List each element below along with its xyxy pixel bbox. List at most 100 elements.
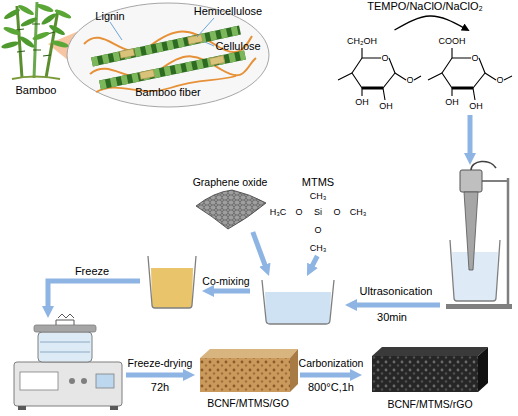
node-text: OH <box>469 101 483 111</box>
bamboo-plant <box>32 30 51 41</box>
bcnf-go-foam <box>200 349 298 392</box>
foam-block: BCNF/MTMS/rGO <box>362 342 497 414</box>
fiber-ellipse: LigninHemicelluloseCelluloseBamboo fiber <box>66 2 270 108</box>
bamboo-plant <box>1 40 20 50</box>
node-text: O <box>381 53 388 63</box>
mixture-beaker <box>148 256 196 308</box>
bamboo-plant <box>40 12 58 27</box>
fiber-ellipse <box>188 35 203 45</box>
mixing-beaker <box>262 280 334 324</box>
glucuronic-ring <box>428 48 512 100</box>
bcnf-rgo-foam <box>372 347 488 356</box>
freeze-dryer <box>20 372 58 390</box>
material-sheet: Graphene oxide <box>192 176 268 232</box>
condition-label: 800°C,1h <box>308 381 354 394</box>
freeze-dryer <box>96 374 114 388</box>
bcnf-go-foam <box>200 349 298 358</box>
fiber-ellipse <box>100 55 245 85</box>
bamboo-plant <box>18 35 36 50</box>
node-text: H₃C <box>270 207 287 217</box>
node-text: Bamboo fiber <box>135 86 200 99</box>
condition-label: 72h <box>151 381 169 394</box>
glucuronic-ring <box>428 48 512 100</box>
freeze-dryer <box>18 406 26 410</box>
node-text: Cellulose <box>215 40 260 53</box>
node-text: MTMS <box>302 176 334 189</box>
freeze-dryer <box>38 332 92 362</box>
process-arrow <box>126 372 185 377</box>
process-arrow <box>395 16 465 30</box>
node-text: OH <box>445 97 459 107</box>
freeze-dryer <box>14 314 122 410</box>
glucose-ring <box>362 87 383 90</box>
node-text: O <box>333 207 340 217</box>
step-label: Freeze-drying <box>128 357 193 369</box>
fiber-ellipse <box>110 18 214 46</box>
node-text: Hemicellulose <box>194 5 262 18</box>
mixture-beaker <box>148 256 196 308</box>
bcnf-go-foam <box>200 358 290 392</box>
bamboo-plant <box>51 39 70 49</box>
foam-block: BCNF/MTMS/GO <box>195 345 300 413</box>
bamboo-plant <box>20 16 39 28</box>
freeze-dryer <box>40 342 90 352</box>
mixing-beaker <box>262 280 334 324</box>
ultrasonic-probe <box>482 180 508 182</box>
beaker-image <box>250 276 345 326</box>
mixing-beaker <box>265 292 331 324</box>
bcnf-rgo-foam <box>372 356 478 392</box>
bcnf-rgo-foam <box>478 347 488 392</box>
freeze-dryer <box>110 406 118 410</box>
graphene-sheet <box>196 190 266 229</box>
freeze-dryer <box>56 314 74 325</box>
node-text: CH₃ <box>310 243 327 253</box>
fiber-ellipse <box>67 3 269 107</box>
step-label: Freeze <box>75 265 109 278</box>
process-arrow <box>468 115 473 155</box>
node-text: CH₂OH <box>347 36 377 46</box>
step-label: Carbonization <box>299 357 364 369</box>
freeze-dryer <box>34 325 96 332</box>
bamboo-plant <box>16 24 55 56</box>
bamboo-plant <box>3 25 22 36</box>
glucuronic-ring <box>442 58 485 88</box>
bamboo-plant <box>17 3 35 17</box>
glucose-ring <box>352 58 395 88</box>
freeze-dryer <box>81 378 87 384</box>
process-arrow <box>212 288 250 293</box>
ultrasonic-probe <box>446 161 512 309</box>
node-text: BCNF/MTMS/rGO <box>387 398 472 410</box>
beaker-image <box>140 250 202 312</box>
glucose-ring <box>338 48 421 100</box>
glucose-ring <box>338 48 421 100</box>
node-text: O <box>471 53 478 63</box>
node-text: COOH <box>439 36 466 46</box>
node-text: O <box>295 207 302 217</box>
condition-label: 30min <box>377 311 407 324</box>
structure-formula: CH₂OHOOOHOH <box>335 30 420 115</box>
mixture-beaker <box>151 268 193 308</box>
bamboo-plant <box>54 8 73 20</box>
apparatus-image <box>8 318 126 410</box>
process-arrow <box>355 303 440 308</box>
structure-formula: MTMSCH₃H₃COSiOCH₃OCH₃ <box>266 176 380 256</box>
process-arrow <box>300 372 352 377</box>
node-text: Si <box>314 207 322 217</box>
freeze-dryer <box>69 378 75 384</box>
ultrasonic-probe <box>460 170 482 192</box>
ultrasonic-probe <box>446 304 512 309</box>
node-text: OH <box>355 97 369 107</box>
step-label: TEMPO/NaClO/NaClO₂ <box>367 0 483 13</box>
fiber-ellipse <box>100 55 245 85</box>
process-arrow <box>48 281 140 308</box>
node-text: CH₃ <box>310 191 327 201</box>
bamboo-plant <box>1 2 73 79</box>
fiber-ellipse <box>120 49 135 59</box>
apparatus-image <box>440 165 515 310</box>
bamboo-plant <box>48 23 66 37</box>
bcnf-rgo-foam <box>372 347 488 392</box>
